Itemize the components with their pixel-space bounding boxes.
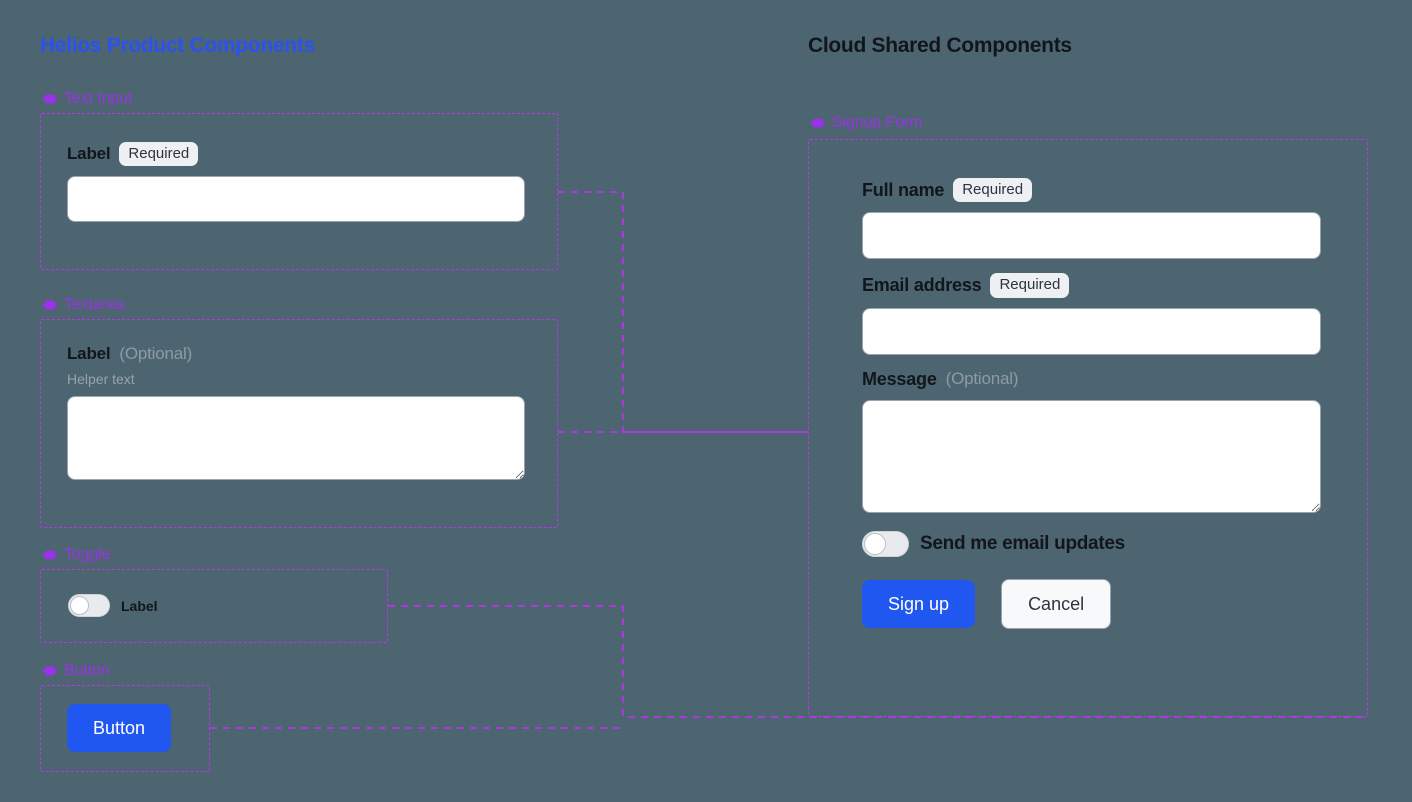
email-updates-label: Send me email updates <box>920 532 1125 554</box>
page-title-helios: Helios Product Components <box>40 34 315 57</box>
section-label-textarea: Textarea <box>44 296 125 314</box>
section-label-button: Button <box>44 662 110 680</box>
component-frame-text-input <box>40 113 558 270</box>
toggle-knob <box>864 532 886 555</box>
toggle-knob <box>70 596 89 615</box>
signup-form-actions: Sign up Cancel <box>862 578 1321 629</box>
field-label-row: Label (Optional) <box>67 344 525 364</box>
text-input-field[interactable] <box>67 176 525 223</box>
field-full-name: Full name Required <box>862 178 1321 260</box>
toggle-label: Label <box>121 597 158 614</box>
field-email-address: Email address Required <box>862 273 1321 355</box>
toggle-row: Label <box>68 594 158 617</box>
component-frame-button <box>40 685 210 772</box>
cancel-button[interactable]: Cancel <box>1001 578 1112 629</box>
optional-tag: (Optional) <box>945 369 1019 388</box>
field-label: Email address <box>862 274 982 295</box>
diamond-icon <box>44 299 57 312</box>
email-address-input[interactable] <box>862 307 1321 355</box>
required-badge: Required <box>990 273 1070 298</box>
field-label: Full name <box>862 179 945 200</box>
component-frame-textarea <box>40 319 558 528</box>
field-label-row: Label Required <box>67 142 525 167</box>
field-message: Message (Optional) <box>862 369 1321 513</box>
demo-button[interactable]: Button <box>67 704 172 752</box>
email-updates-toggle-row: Send me email updates <box>862 530 1321 557</box>
section-label-text: Button <box>64 662 110 679</box>
message-textarea[interactable] <box>862 399 1321 513</box>
sign-up-button[interactable]: Sign up <box>862 579 976 628</box>
optional-tag: (Optional) <box>119 344 193 363</box>
textarea-field[interactable] <box>67 396 525 480</box>
field-label-row: Email address Required <box>862 273 1321 298</box>
helper-text: Helper text <box>67 371 135 387</box>
connector-text-input <box>558 191 808 433</box>
component-textarea: Label (Optional) Helper text <box>67 344 525 480</box>
component-signup-form: Full name Required Email address Require… <box>862 178 1321 629</box>
field-label: Message <box>862 368 937 389</box>
field-label-row: Message (Optional) <box>862 369 1321 390</box>
field-label: Label <box>67 144 111 164</box>
component-toggle: Label <box>68 594 158 617</box>
component-text-input: Label Required <box>67 142 525 223</box>
diamond-icon <box>44 93 57 106</box>
required-badge: Required <box>119 142 199 167</box>
field-label: Label <box>67 344 111 363</box>
page-title-cloud-shared: Cloud Shared Components <box>808 34 1072 57</box>
section-label-toggle: Toggle <box>44 546 111 564</box>
diamond-icon <box>44 549 57 562</box>
field-label-row: Full name Required <box>862 178 1321 203</box>
diamond-icon <box>812 117 825 130</box>
toggle-switch[interactable] <box>68 594 110 617</box>
section-label-text-input: Text Input <box>44 90 132 108</box>
section-label-signup-form: Signup Form <box>812 114 923 132</box>
section-label-text: Toggle <box>64 546 111 563</box>
diamond-icon <box>44 665 57 678</box>
required-badge: Required <box>953 178 1033 203</box>
email-updates-toggle[interactable] <box>862 530 909 557</box>
section-label-text: Signup Form <box>832 114 923 131</box>
section-label-text: Text Input <box>64 90 133 107</box>
section-label-text: Textarea <box>64 296 125 313</box>
component-frame-toggle <box>40 569 388 643</box>
full-name-input[interactable] <box>862 212 1321 260</box>
component-button: Button <box>67 704 172 752</box>
